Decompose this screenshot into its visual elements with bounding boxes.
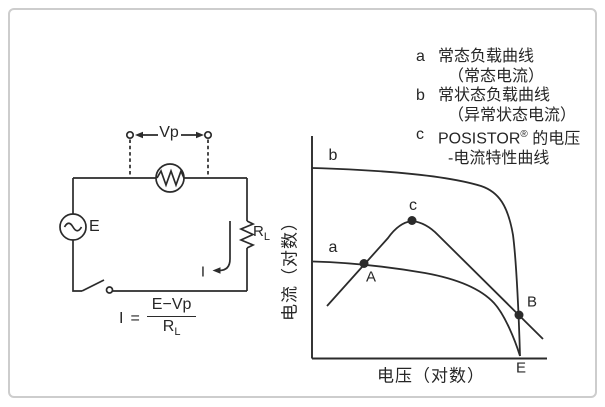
ac-sine-icon <box>63 222 83 232</box>
curve-c <box>326 220 544 340</box>
point-A-dot <box>359 259 369 268</box>
load-resistor-label: RL <box>253 223 270 243</box>
formula-denominator: RL <box>162 318 181 339</box>
legend-marker-c: c <box>416 126 424 143</box>
point-B-dot <box>514 310 524 320</box>
source-voltage-label: E <box>89 218 100 235</box>
vp-label: Vp <box>159 124 179 141</box>
current-arrowhead-icon <box>212 267 221 274</box>
curve-c-label: c <box>409 197 417 214</box>
current-label: I <box>200 263 206 281</box>
legend-marker-b: b <box>416 87 425 104</box>
vp-arrowhead-left-icon <box>135 131 143 139</box>
curve-b-label: b <box>328 147 338 164</box>
legend-text-c: POSISTOR® 的电压-电流特性曲线 <box>438 129 581 167</box>
legend: a 常态负载曲线（常态电流） b 常状态负载曲线（异常状态电流） c POSIS… <box>416 47 580 168</box>
vp-probe-dashed-leads <box>129 139 209 177</box>
circuit-wires <box>72 177 248 292</box>
current-formula: I = E−Vp RL <box>119 296 197 341</box>
switch-blade <box>81 279 105 292</box>
formula-fraction: E−Vp RL <box>146 296 197 341</box>
curve-a <box>312 260 521 357</box>
formula-equals: = <box>130 309 140 327</box>
figure-border <box>8 8 597 398</box>
vp-arrowhead-right-icon <box>196 131 204 139</box>
load-resistor-symbol <box>238 220 256 249</box>
ac-source-symbol <box>59 213 87 241</box>
legend-text-b: 常状态负载曲线（异常状态电流） <box>438 87 577 124</box>
thermistor-symbol <box>155 163 185 193</box>
point-c-dot <box>407 216 417 225</box>
point-B-label: B <box>526 293 538 311</box>
current-arrow <box>218 221 231 272</box>
switch-terminal <box>105 286 114 294</box>
point-E-label: E <box>515 359 527 377</box>
point-A-label: A <box>365 268 377 286</box>
curve-b <box>311 167 521 357</box>
vp-terminal-left <box>125 130 135 140</box>
legend-marker-a: a <box>416 48 425 65</box>
legend-text-a: 常态负载曲线（常态电流） <box>438 48 545 85</box>
vp-terminal-right <box>203 130 213 140</box>
legend-item-c: c POSISTOR® 的电压-电流特性曲线 <box>416 125 580 168</box>
y-axis-label: 电流（对数） <box>280 213 300 321</box>
thermistor-zigzag <box>156 168 185 188</box>
formula-lhs: I <box>119 309 124 327</box>
legend-item-a: a 常态负载曲线（常态电流） <box>416 47 580 86</box>
formula-numerator: E−Vp <box>146 296 197 317</box>
x-axis-label: 电压（对数） <box>377 366 485 386</box>
legend-item-b: b 常状态负载曲线（异常状态电流） <box>416 86 580 125</box>
curve-a-label: a <box>328 239 338 256</box>
